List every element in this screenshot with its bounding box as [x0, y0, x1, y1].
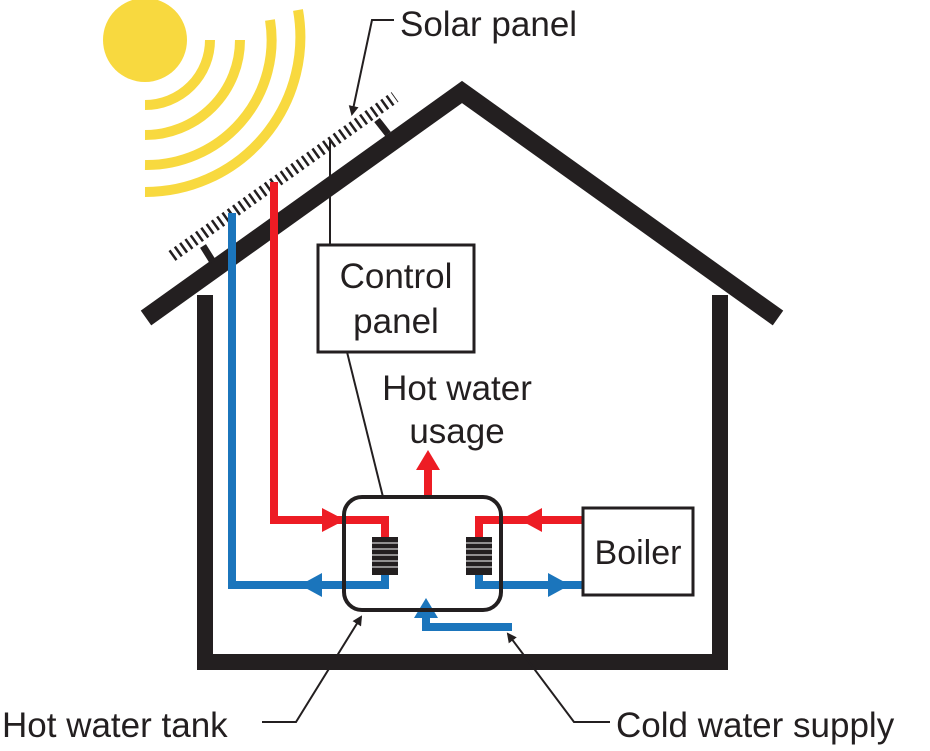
control-panel-box — [316, 243, 476, 354]
cold-supply-leader — [506, 632, 610, 723]
hot-water-usage-label-2: usage — [409, 412, 504, 451]
control-wire — [346, 351, 384, 498]
hot-water-usage-label-1: Hot water — [382, 369, 532, 408]
heat-exchanger-coil-left — [372, 537, 398, 575]
boiler-label: Boiler — [595, 534, 682, 572]
house-outline — [140, 80, 784, 670]
hot-water-tank — [342, 495, 503, 612]
solar-panel — [168, 92, 399, 264]
arrow-up-icon — [416, 450, 440, 470]
solar-panel-label: Solar panel — [400, 5, 577, 44]
tank-leader — [262, 615, 363, 723]
arrow-right-icon — [548, 573, 570, 597]
control-panel-label-2: panel — [353, 302, 439, 341]
cold-water-supply-label: Cold water supply — [616, 706, 895, 745]
boiler-box — [581, 506, 695, 597]
hot-water-tank-label: Hot water tank — [2, 706, 228, 745]
heat-exchanger-coil-right — [466, 537, 492, 575]
solar-panel-leader — [348, 19, 394, 116]
sun-icon — [103, 0, 306, 198]
arrow-left-icon — [520, 508, 542, 532]
arrow-left-icon — [300, 573, 322, 597]
arrow-right-icon — [322, 508, 345, 532]
flow-arrows — [300, 450, 570, 618]
control-panel-label-1: Control — [340, 257, 453, 296]
